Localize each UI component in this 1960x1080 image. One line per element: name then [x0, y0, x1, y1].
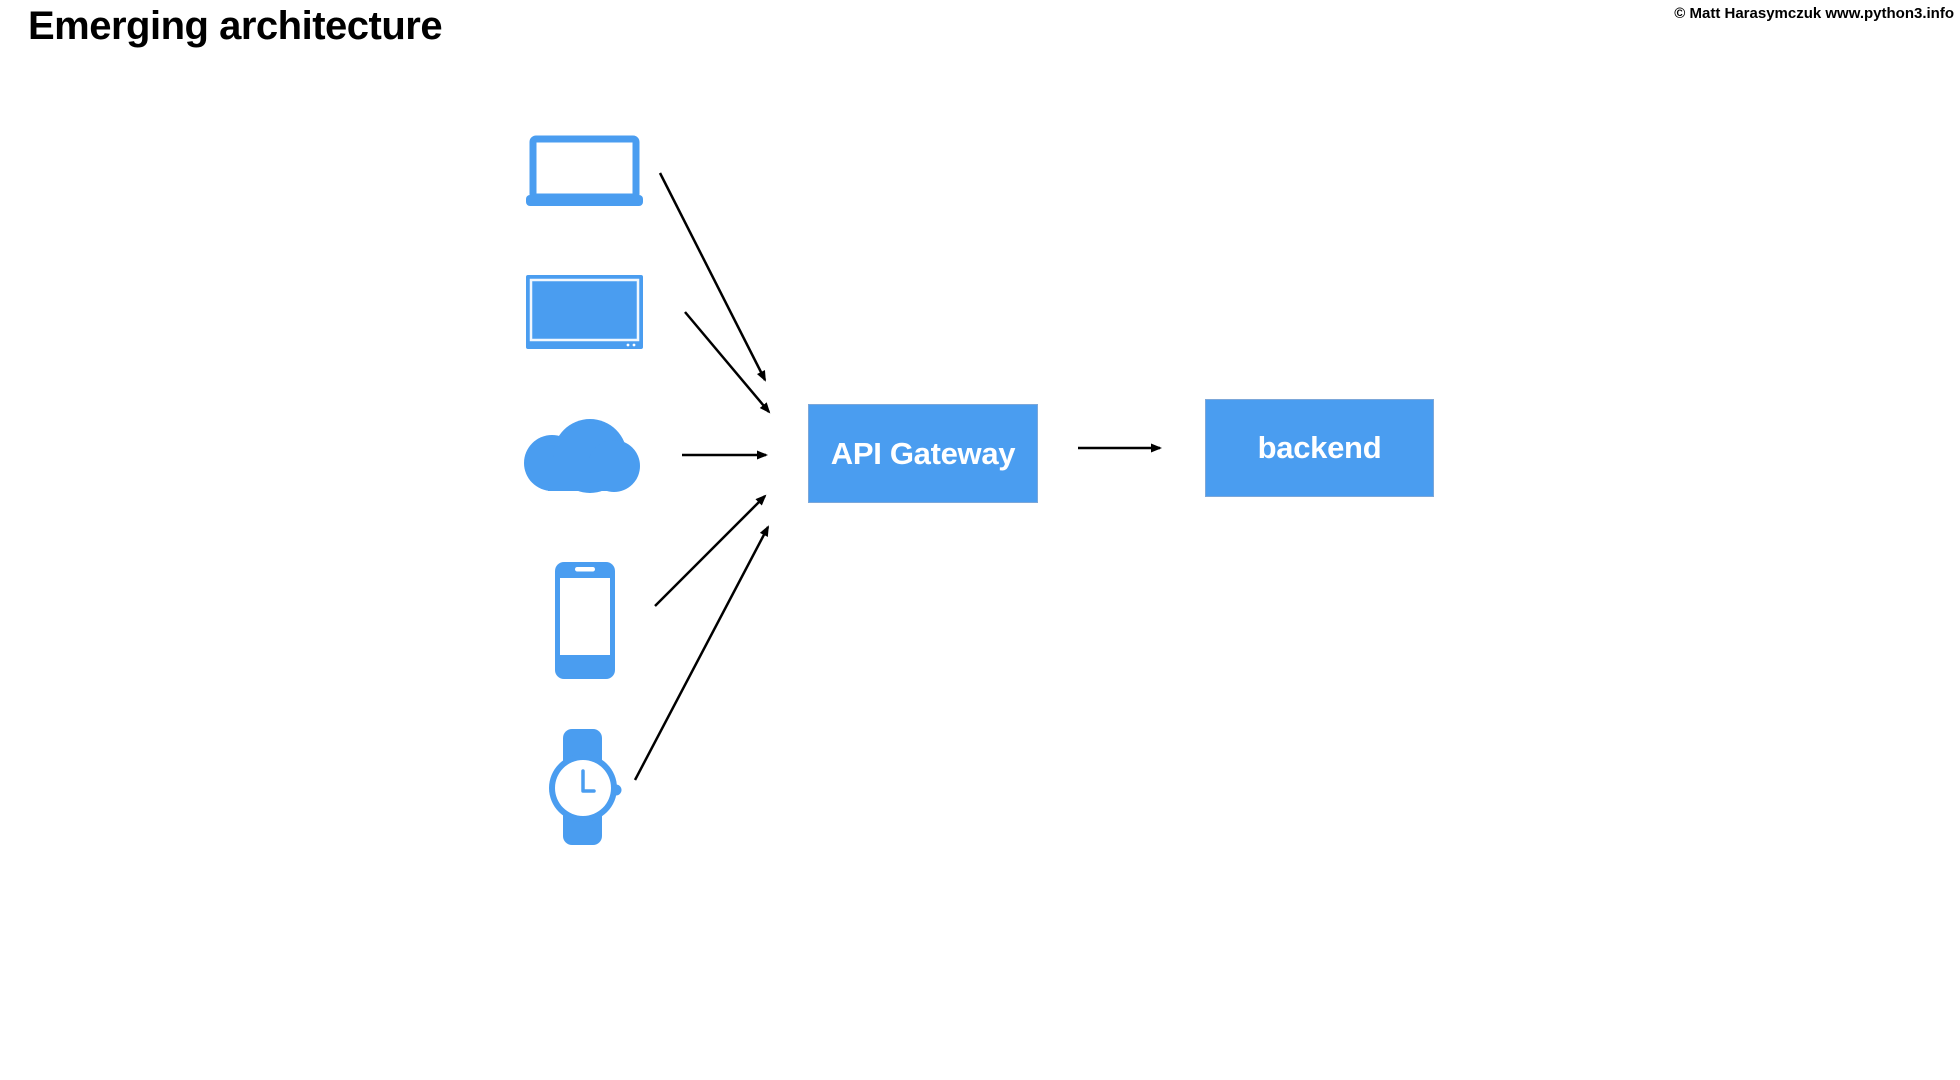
smartwatch-icon — [549, 729, 622, 845]
smartphone-icon — [555, 562, 615, 679]
api-gateway-node: API Gateway — [808, 404, 1038, 503]
edge-laptop-to-gateway — [658, 172, 767, 382]
backend-node: backend — [1205, 399, 1434, 497]
copyright-notice: © Matt Harasymczuk www.python3.info — [1674, 5, 1954, 22]
api-gateway-label: API Gateway — [830, 435, 1016, 471]
tv-icon — [526, 275, 643, 349]
edge-tv-to-gateway — [684, 311, 771, 414]
page-title: Emerging architecture — [28, 4, 443, 48]
laptop-icon — [526, 135, 643, 206]
backend-label: backend — [1257, 430, 1382, 465]
edge-smartphone-to-gateway — [654, 494, 767, 607]
edge-smartwatch-to-gateway — [633, 525, 770, 781]
cloud-icon — [524, 419, 640, 493]
